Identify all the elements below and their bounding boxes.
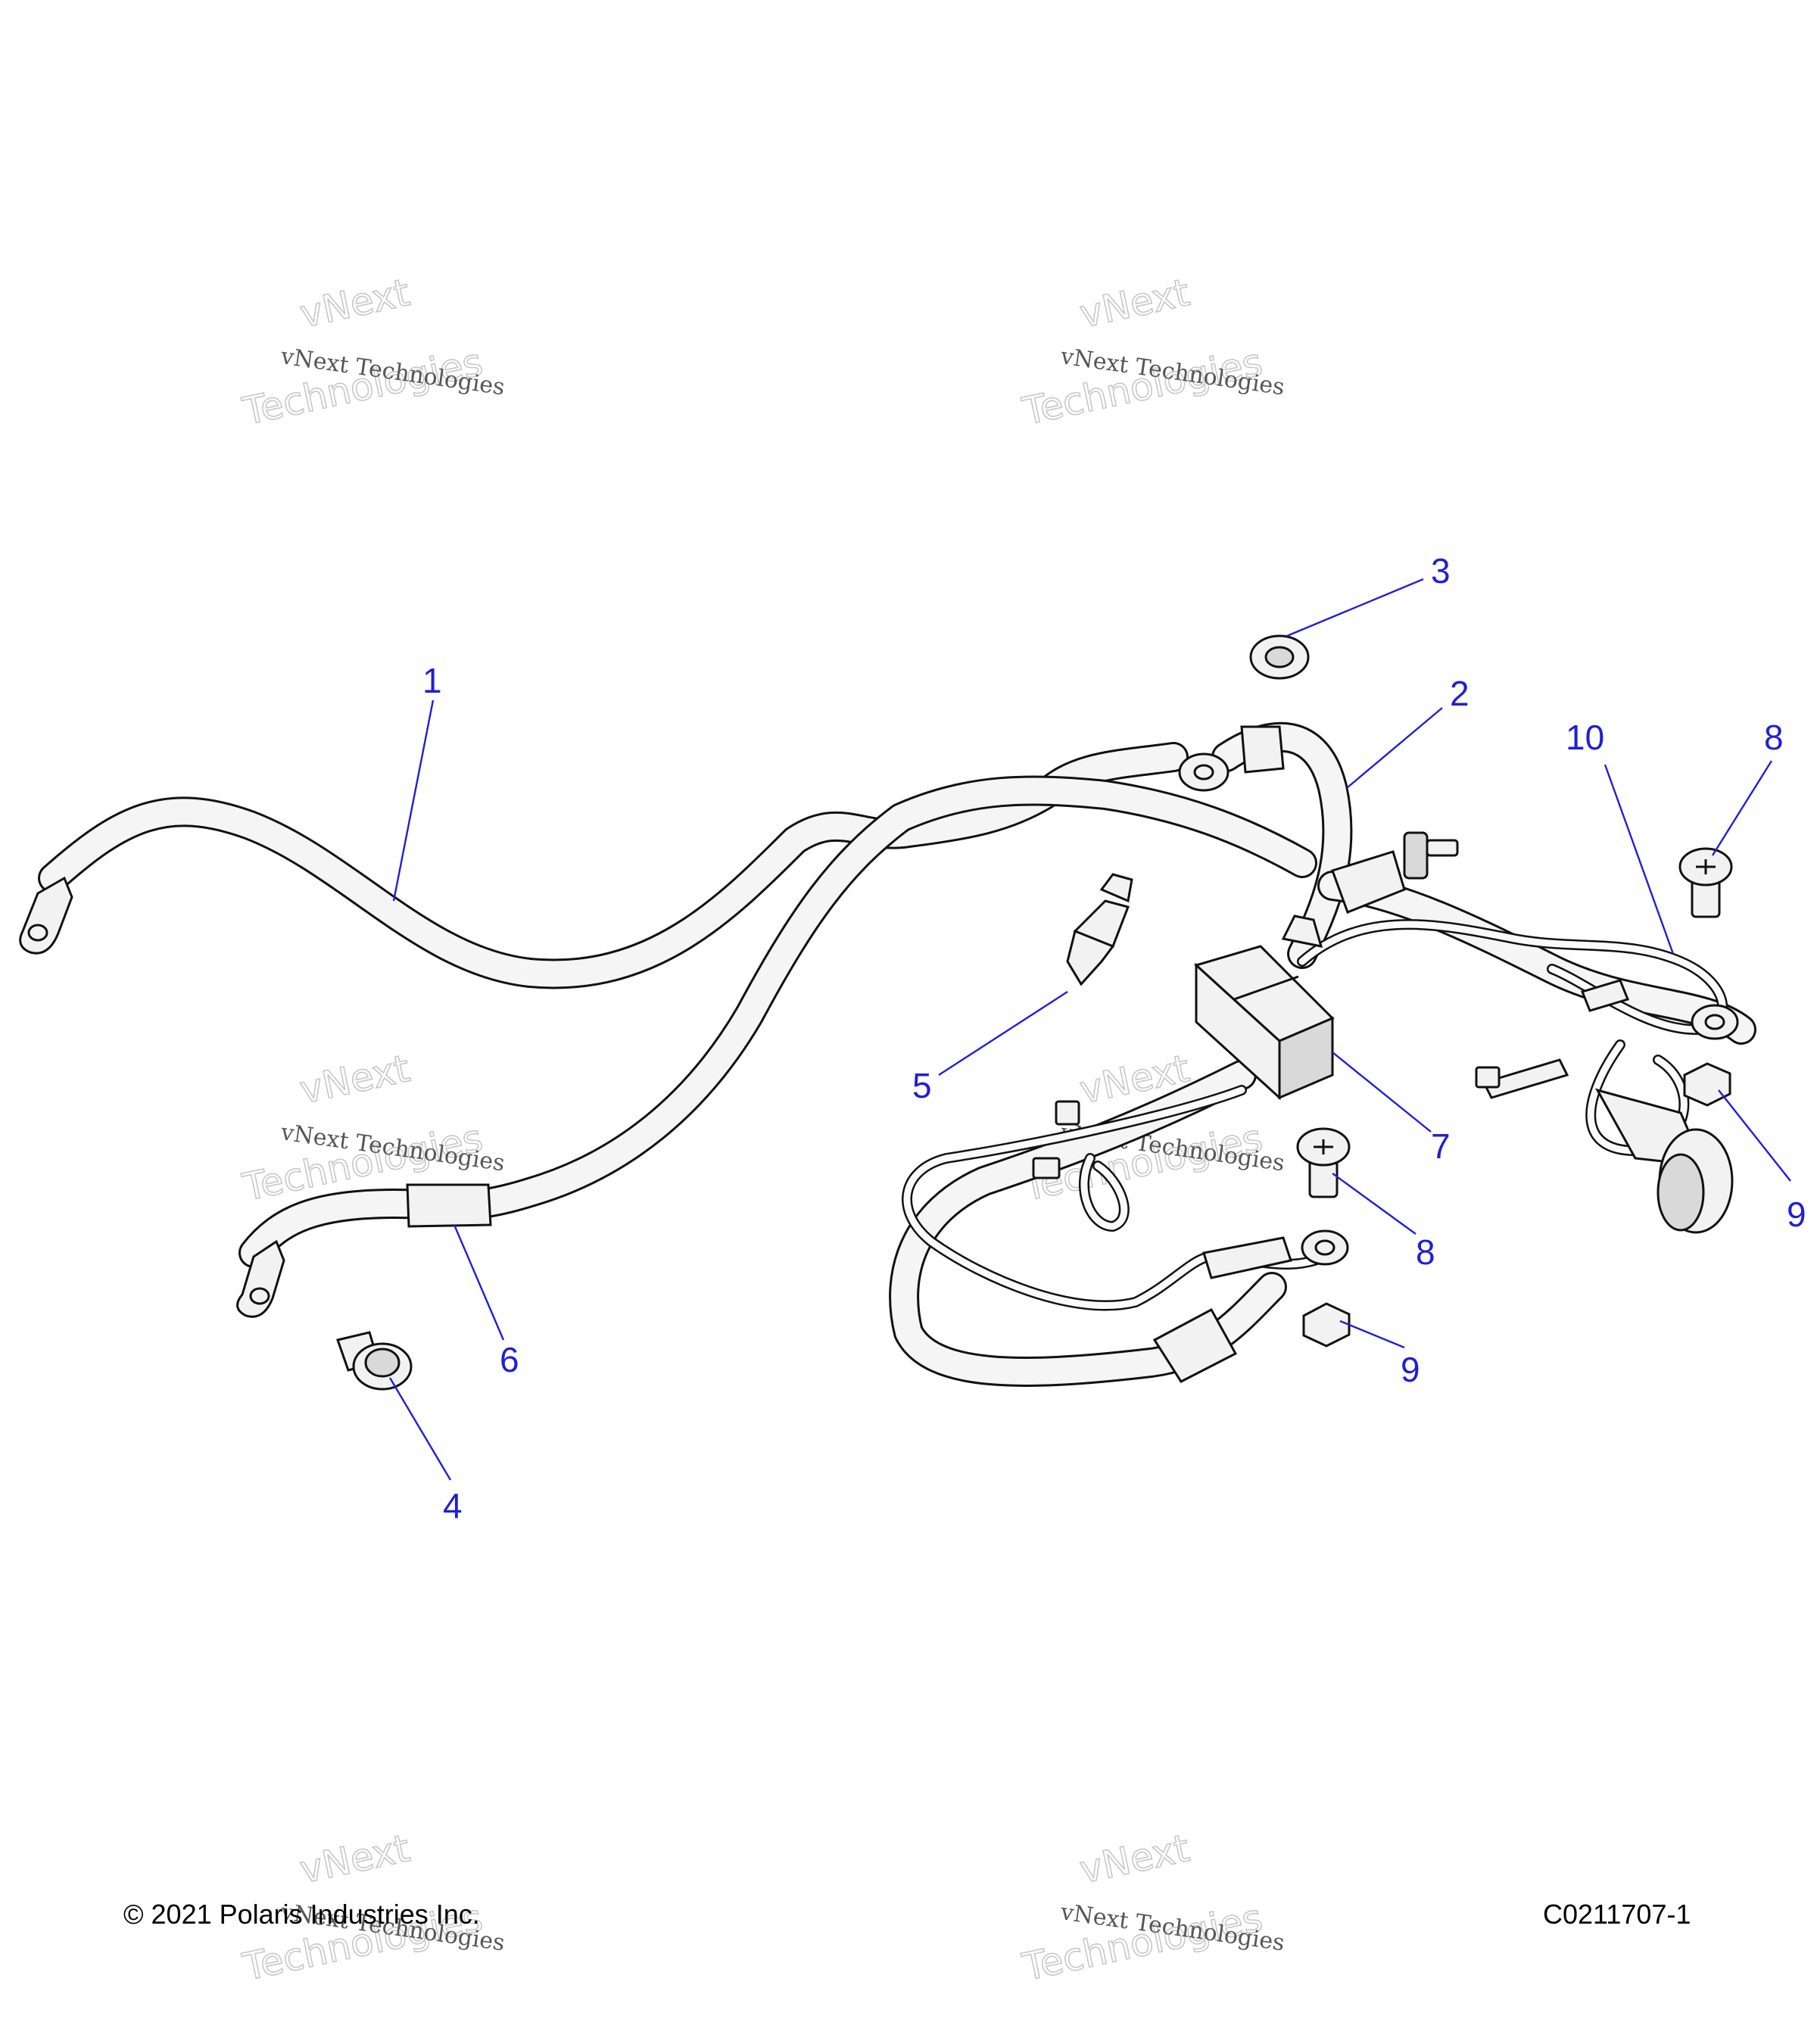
- ground-cable-6: [236, 775, 1317, 1318]
- cable-tie: [1580, 979, 1630, 1012]
- watermark-vnext: vNext: [1076, 270, 1193, 336]
- cable-tie: [1475, 1066, 1501, 1089]
- heat-shrink-sleeve: [1152, 1307, 1238, 1383]
- leader-3: [1286, 578, 1424, 637]
- ring-terminal: [236, 1239, 285, 1318]
- leader-1: [392, 700, 435, 902]
- callout-8-upper: 8: [1764, 718, 1784, 757]
- callout-9-upper: 9: [1787, 1195, 1806, 1234]
- ring-terminal: [19, 876, 73, 955]
- screw-8-upper: [1678, 847, 1733, 918]
- callout-9-lower: 9: [1401, 1350, 1420, 1389]
- harness-connector-cap: [1594, 1088, 1734, 1234]
- cable-tie: [1055, 1100, 1080, 1126]
- ring-terminal: [1301, 1229, 1349, 1266]
- callout-8-lower: 8: [1416, 1232, 1435, 1272]
- leader-4: [388, 1377, 452, 1481]
- hex-nut-9-lower: [1302, 1302, 1351, 1348]
- heat-shrink-sleeve: [406, 1183, 492, 1228]
- watermark-vnext: vNext: [296, 270, 413, 336]
- ring-terminal: [1178, 752, 1230, 792]
- heat-shrink-sleeve: [1240, 725, 1285, 774]
- watermark: vNext Technologies: [238, 1045, 488, 1210]
- leader-9b: [1339, 1320, 1405, 1349]
- callout-6: 6: [500, 1340, 519, 1379]
- push-pin-5: [1066, 873, 1133, 986]
- watermark: vNext Technologies: [1018, 1825, 1267, 1989]
- cable-tie: [1032, 1157, 1061, 1179]
- callout-5: 5: [912, 1066, 932, 1105]
- leader-9a: [1718, 1089, 1791, 1182]
- leader-2: [1347, 707, 1443, 788]
- watermark-vnext: vNext: [1076, 1826, 1193, 1892]
- callout-2: 2: [1450, 674, 1469, 713]
- hex-nut-9-upper: [1683, 1062, 1731, 1107]
- flange-bolt-4: [336, 1331, 413, 1391]
- callout-10: 10: [1566, 718, 1604, 757]
- callout-3: 3: [1431, 551, 1451, 590]
- watermark: vNext Technologies: [238, 270, 488, 434]
- leader-10: [1604, 764, 1675, 955]
- callouts: 1 2 3 4 5 6 7 8 8 9 9 10: [422, 551, 1806, 1525]
- leader-7: [1332, 1052, 1432, 1133]
- callout-4: 4: [443, 1486, 463, 1525]
- leader-8b: [1332, 1173, 1417, 1235]
- cable-tie: [1482, 1058, 1569, 1099]
- watermark-vnext: vNext: [296, 1046, 413, 1112]
- leader-8a: [1711, 760, 1773, 856]
- diagram-code: C0211707-1: [1543, 1899, 1691, 1930]
- callout-7: 7: [1431, 1126, 1451, 1166]
- harness-stud: [1331, 831, 1459, 914]
- watermark: vNext Technologies: [1018, 270, 1267, 434]
- nut-3: [1249, 634, 1310, 680]
- main-harness-2: [889, 721, 1756, 1387]
- leader-5: [938, 990, 1068, 1077]
- callout-1: 1: [422, 661, 442, 700]
- ring-terminal: [1691, 1004, 1739, 1040]
- leader-6: [453, 1224, 505, 1341]
- screw-8-lower: [1296, 1127, 1351, 1198]
- fuse-holder-7: [1194, 915, 1335, 1101]
- watermark-vnext: vNext: [296, 1826, 413, 1892]
- leader-lines: [388, 578, 1791, 1481]
- copyright-text: © 2021 Polaris Industries Inc.: [123, 1899, 480, 1930]
- wire-crimp: [1202, 1236, 1292, 1279]
